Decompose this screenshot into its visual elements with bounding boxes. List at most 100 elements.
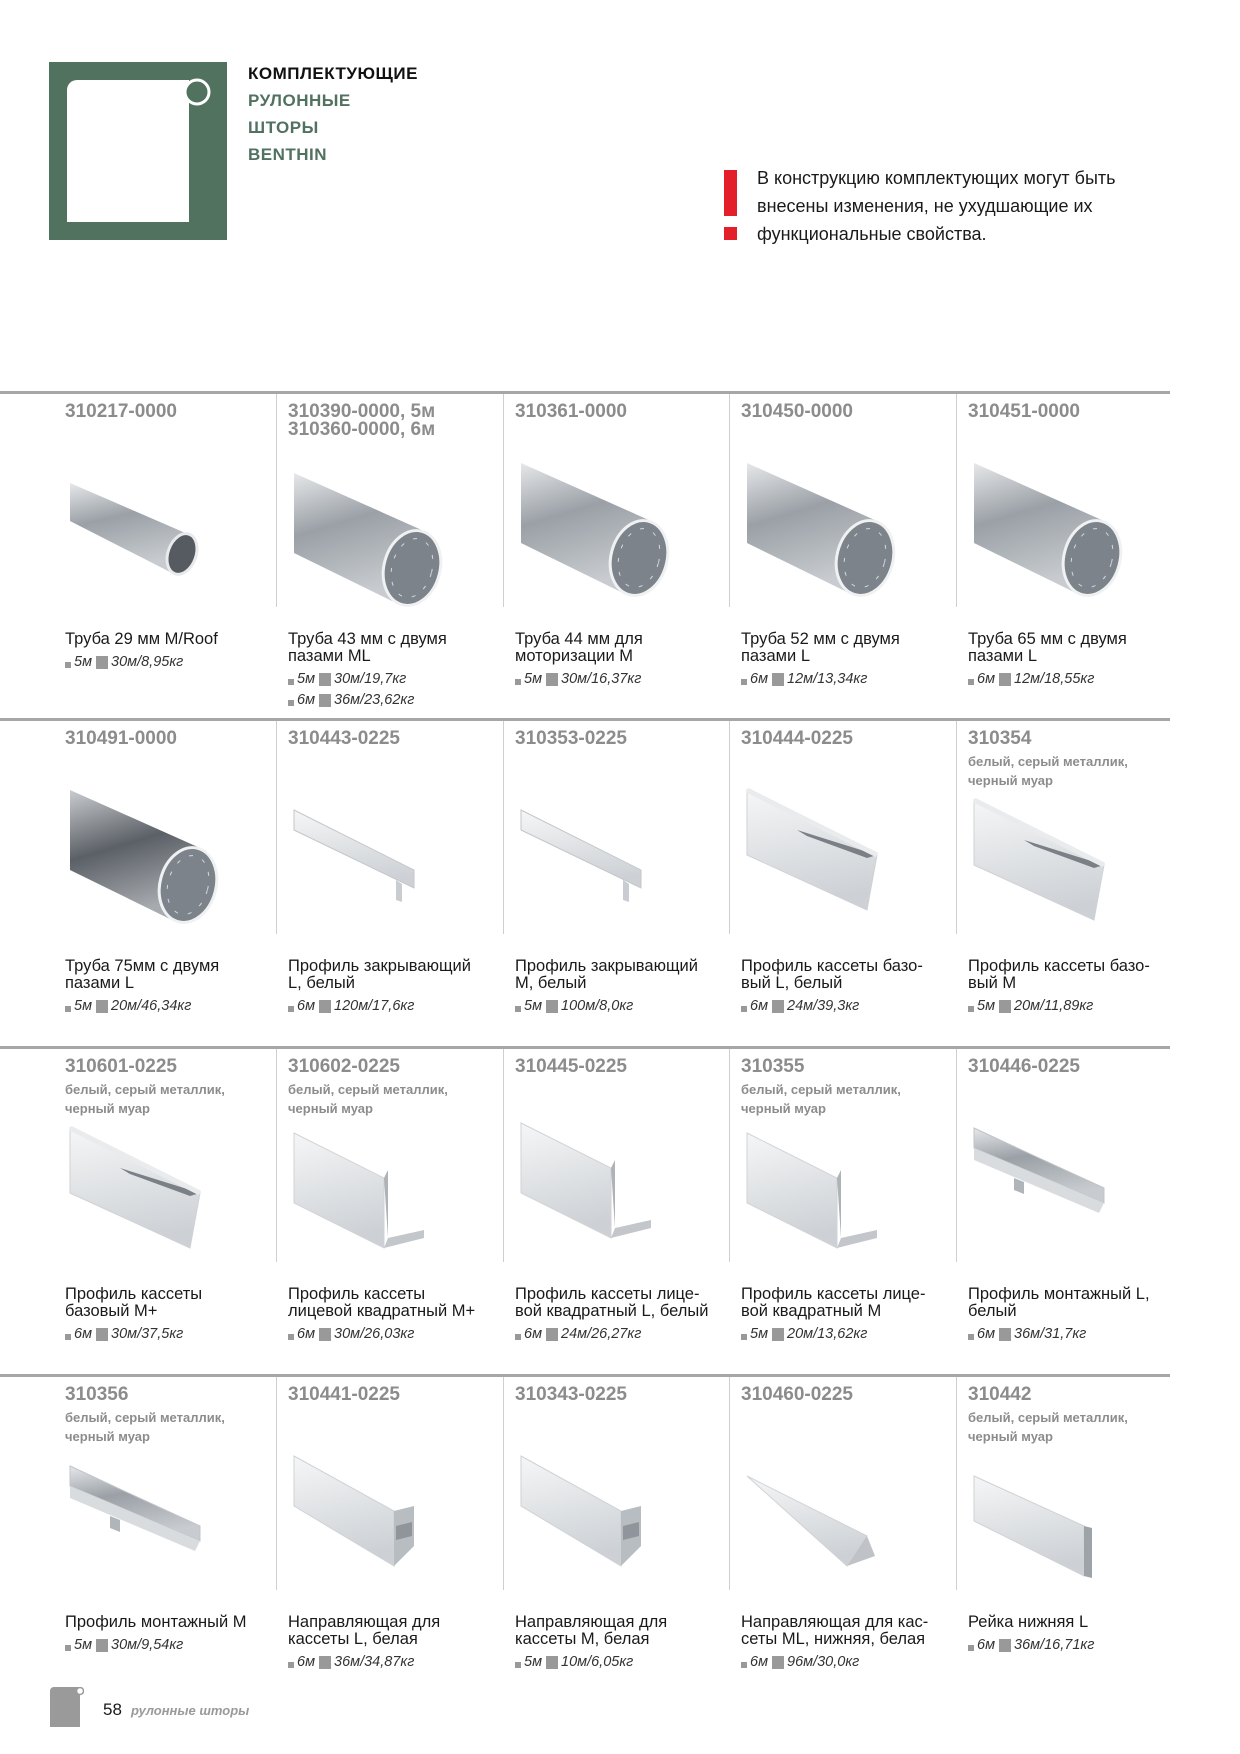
article-code-line: 310390-0000, 5м (288, 401, 436, 422)
color-options: белый, серый металлик, черный муар (968, 1408, 1128, 1446)
article-code-line: 310443-0225 (288, 728, 400, 749)
column-divider (729, 394, 730, 607)
article-code: 310441-0225 (288, 1384, 400, 1405)
package-icon (319, 673, 332, 686)
package-icon (96, 1639, 109, 1652)
mounting-profile-icon (964, 1098, 1164, 1268)
column-divider (956, 394, 957, 607)
product-name-line: Профиль кассеты (65, 1285, 203, 1303)
package-icon (772, 673, 785, 686)
length-value: 5м (977, 998, 996, 1014)
color-options-line: белый, серый металлик, (968, 1410, 1128, 1425)
product-name-line: Труба 29 мм M/Roof (65, 630, 218, 648)
article-code: 310601-0225 (65, 1057, 177, 1076)
title-line: КОМПЛЕКТУЮЩИЕ (248, 64, 418, 83)
length-icon (968, 1645, 974, 1651)
article-code: 310217-0000 (65, 401, 177, 422)
package-value: 30м/37,5кг (111, 1326, 184, 1342)
package-value: 36м/34,87кг (334, 1654, 415, 1670)
product-name-line: пазами ML (288, 647, 371, 665)
length-value: 5м (524, 671, 543, 687)
grooved-tube-icon (737, 443, 937, 613)
notice-line: внесены изменения, не ухудшающие их (757, 196, 1093, 216)
footer-section-label: рулонные шторы (131, 1703, 250, 1718)
package-icon (999, 673, 1012, 686)
length-value: 6м (297, 1326, 316, 1342)
length-icon (515, 679, 521, 685)
cassette-profile-icon (964, 780, 1164, 950)
length-icon (65, 1334, 71, 1340)
package-icon (96, 1328, 109, 1341)
cassette-profile-icon (737, 770, 937, 940)
article-code: 310442 (968, 1385, 1031, 1404)
product-name-line: Труба 52 мм с двумя (741, 630, 900, 648)
grooved-tube-icon (511, 443, 711, 613)
length-value: 6м (977, 1326, 996, 1342)
exclamation-icon (724, 170, 737, 216)
page-number: 58 (103, 1700, 122, 1719)
product-name-line: моторизации М (515, 647, 634, 665)
length-icon (65, 1006, 71, 1012)
article-code-line: 310441-0225 (288, 1384, 400, 1405)
color-options-line: черный муар (288, 1101, 373, 1116)
length-icon (741, 1662, 747, 1668)
product-specs: 6м 36м/31,7кг (968, 1324, 1150, 1345)
product-name-line: Профиль закрывающий (288, 957, 471, 975)
package-icon (546, 1328, 559, 1341)
article-code-line: 310451-0000 (968, 401, 1080, 422)
product-name-line: Направляющая для (288, 1613, 441, 1631)
package-icon (999, 1639, 1012, 1652)
product-name-line: лицевой квадратный М+ (288, 1302, 476, 1320)
product-name-line: сеты ML, нижняя, белая (741, 1630, 926, 1648)
package-value: 30м/9,54кг (111, 1637, 184, 1653)
package-value: 36м/31,7кг (1014, 1326, 1087, 1342)
article-code-line: 310355 (741, 1056, 805, 1077)
product-name-line: белый (968, 1302, 1017, 1320)
length-icon (65, 1645, 71, 1651)
article-code: 310356 (65, 1385, 128, 1404)
article-code: 310446-0225 (968, 1057, 1080, 1076)
title-line: BENTHIN (248, 145, 328, 164)
length-icon (741, 1006, 747, 1012)
article-code: 310602-0225 (288, 1057, 400, 1076)
length-icon (515, 1662, 521, 1668)
product-name-line: пазами L (968, 647, 1037, 665)
column-divider (503, 1377, 504, 1590)
product-name-line: вой квадратный L, белый (515, 1302, 709, 1320)
product-name-line: пазами L (65, 974, 134, 992)
length-icon (515, 1334, 521, 1340)
article-code: 310361-0000 (515, 402, 627, 421)
length-icon (288, 1006, 294, 1012)
color-options: белый, серый металлик,черный муар (288, 1080, 448, 1118)
article-code-line: 310217-0000 (65, 401, 177, 422)
length-icon (288, 700, 294, 706)
color-options-line: черный муар (968, 1429, 1053, 1444)
column-divider (956, 1049, 957, 1262)
